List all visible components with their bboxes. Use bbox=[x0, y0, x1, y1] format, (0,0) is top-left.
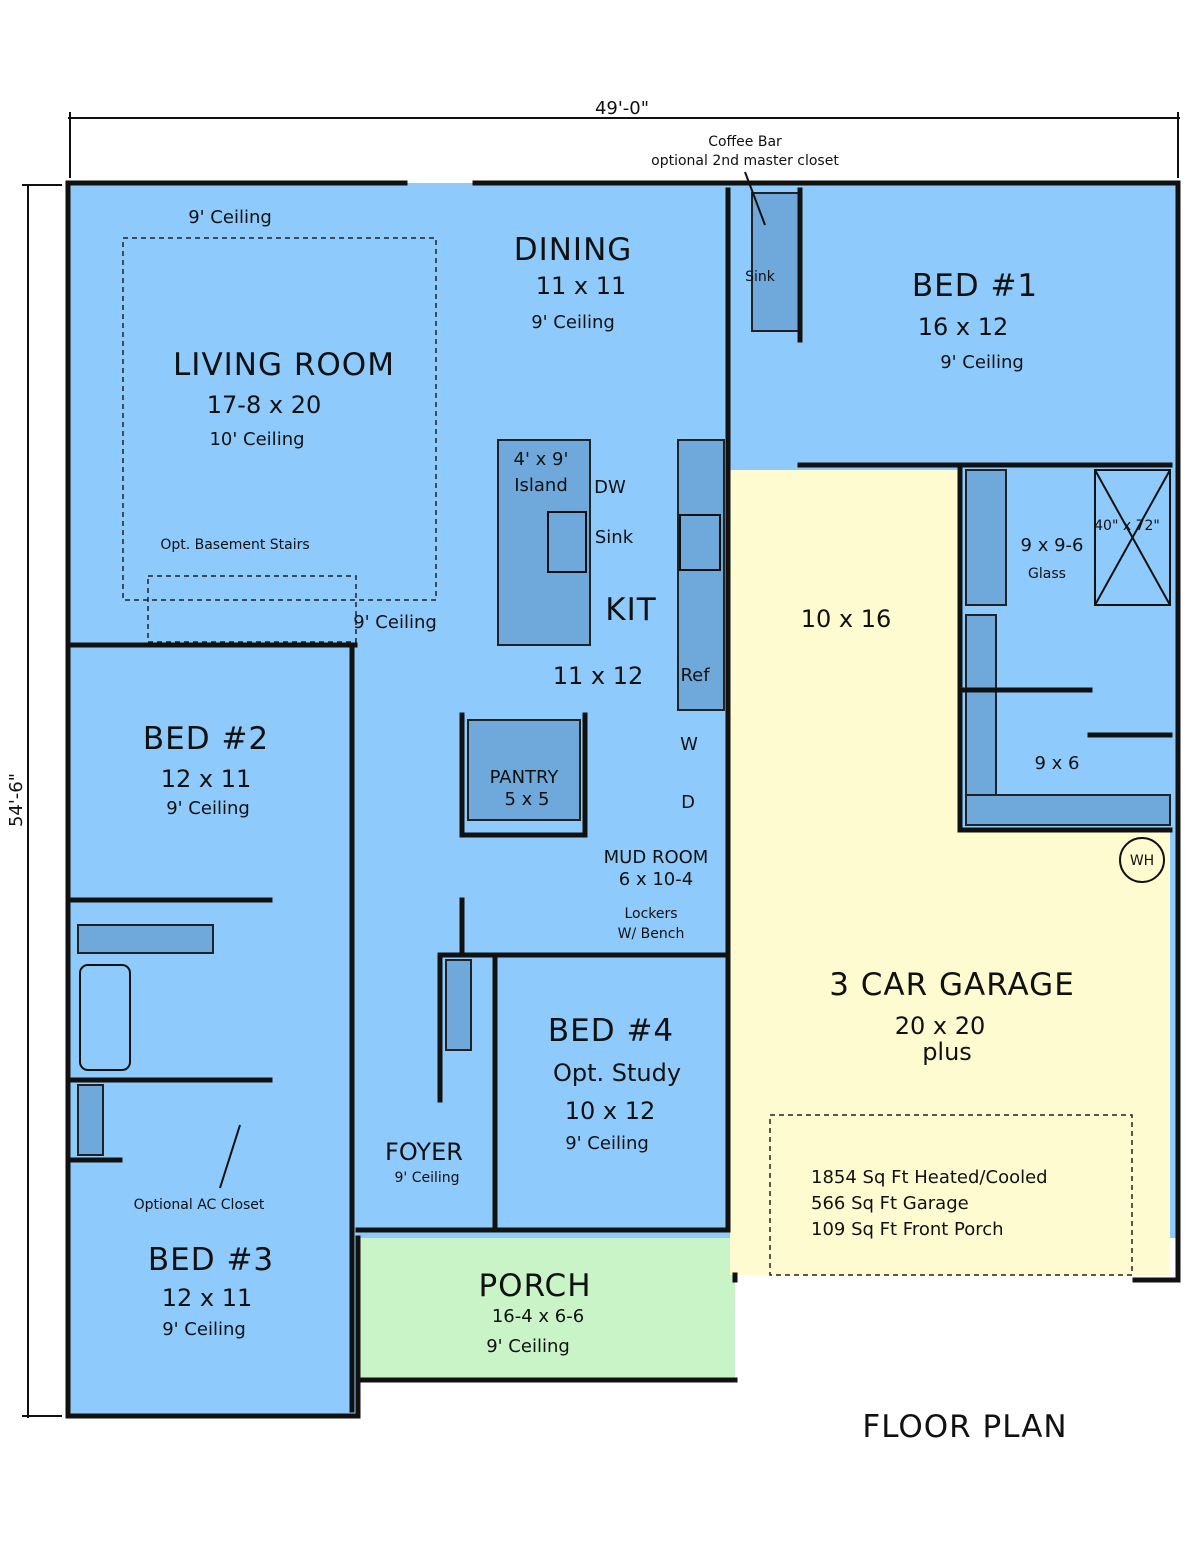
pantry-shelf bbox=[467, 719, 581, 821]
area-porch: 109 Sq Ft Front Porch bbox=[811, 1219, 1004, 1240]
porch-floor bbox=[360, 1238, 735, 1380]
closet-shelf-bottom bbox=[965, 794, 1171, 826]
foyer-name: FOYER bbox=[385, 1138, 463, 1166]
bed2-closet-shelf bbox=[77, 924, 214, 954]
kitchen-counter bbox=[677, 439, 725, 711]
porch-name: PORCH bbox=[478, 1268, 591, 1304]
kitchen-island bbox=[497, 439, 591, 646]
island-label: Island bbox=[514, 475, 568, 496]
water-heater-icon bbox=[1119, 837, 1165, 883]
vanity bbox=[965, 469, 1007, 606]
mud-room-size: 6 x 10-4 bbox=[619, 869, 693, 890]
garage-floor bbox=[730, 470, 1170, 1275]
kitchen-sink-icon bbox=[547, 511, 587, 573]
living-size: 17-8 x 20 bbox=[207, 391, 321, 419]
foyer-ceiling: 9' Ceiling bbox=[394, 1170, 459, 1186]
dimension-lines bbox=[22, 112, 1180, 1418]
kitchen-sink-label: Sink bbox=[595, 527, 634, 548]
shower-size: 40" x 72" bbox=[1094, 518, 1160, 534]
bed1-name: BED #1 bbox=[912, 268, 1038, 304]
porch-size: 16-4 x 6-6 bbox=[492, 1306, 584, 1327]
kitchen-name: KIT bbox=[605, 592, 656, 628]
bed4-alt: Opt. Study bbox=[553, 1059, 681, 1087]
water-heater-label: WH bbox=[1130, 853, 1154, 869]
bed3-ceiling: 9' Ceiling bbox=[162, 1319, 246, 1340]
master-bath-size: 9 x 9-6 bbox=[1021, 535, 1084, 556]
master-closet-size: 10 x 16 bbox=[801, 605, 892, 633]
bath-linen bbox=[77, 1084, 104, 1156]
lockers-label: Lockers bbox=[624, 906, 677, 922]
dining-name: DINING bbox=[514, 232, 633, 268]
pantry-size: 5 x 5 bbox=[505, 789, 550, 810]
dining-ceiling: 9' Ceiling bbox=[531, 312, 615, 333]
basement-stairs bbox=[147, 575, 357, 643]
living-ceiling: 10' Ceiling bbox=[209, 429, 304, 450]
garage-plus: plus bbox=[922, 1038, 972, 1066]
bed2-name: BED #2 bbox=[143, 721, 269, 757]
living-tray-ceiling bbox=[122, 237, 437, 601]
closet2-size: 9 x 6 bbox=[1035, 753, 1080, 774]
cooktop-icon bbox=[679, 514, 721, 571]
ac-closet-note: Optional AC Closet bbox=[134, 1197, 265, 1213]
closet-shelf bbox=[965, 614, 997, 826]
bathtub-icon bbox=[79, 964, 131, 1071]
coffee-bar-counter bbox=[751, 192, 801, 332]
washer-label: W bbox=[680, 734, 698, 755]
coffee-bar-subnote: optional 2nd master closet bbox=[651, 153, 839, 169]
dishwasher-label: DW bbox=[594, 477, 626, 498]
basement-note: Opt. Basement Stairs bbox=[160, 537, 309, 553]
walls bbox=[65, 180, 1181, 1419]
area-garage: 566 Sq Ft Garage bbox=[811, 1193, 969, 1214]
bed1-size: 16 x 12 bbox=[918, 313, 1009, 341]
island-size: 4' x 9' bbox=[514, 449, 569, 470]
shower bbox=[1094, 469, 1171, 606]
mud-room-name: MUD ROOM bbox=[604, 847, 709, 868]
bed4-closet bbox=[445, 959, 472, 1051]
bed4-ceiling: 9' Ceiling bbox=[565, 1133, 649, 1154]
width-dimension: 49'-0" bbox=[595, 98, 649, 119]
living-name: LIVING ROOM bbox=[173, 347, 395, 383]
counters bbox=[77, 192, 1171, 1156]
kitchen-ceiling: 9' Ceiling bbox=[353, 612, 437, 633]
bed4-size: 10 x 12 bbox=[565, 1097, 656, 1125]
area-summary-box bbox=[769, 1114, 1133, 1276]
pantry-name: PANTRY bbox=[490, 767, 560, 788]
bed1-ceiling: 9' Ceiling bbox=[940, 352, 1024, 373]
bed2-ceiling: 9' Ceiling bbox=[166, 798, 250, 819]
refrigerator-label: Ref bbox=[680, 665, 710, 686]
area-heated: 1854 Sq Ft Heated/Cooled bbox=[811, 1167, 1048, 1188]
coffee-bar-note: Coffee Bar bbox=[708, 134, 782, 150]
bed4-name: BED #4 bbox=[548, 1013, 674, 1049]
glass-note: Glass bbox=[1028, 566, 1066, 582]
bench-label: W/ Bench bbox=[618, 926, 685, 942]
bed2-size: 12 x 11 bbox=[161, 765, 252, 793]
plan-title: FLOOR PLAN bbox=[862, 1409, 1067, 1445]
entry-ceiling: 9' Ceiling bbox=[188, 207, 272, 228]
depth-dimension: 54'-6" bbox=[6, 773, 27, 827]
dryer-label: D bbox=[681, 792, 695, 813]
dining-size: 11 x 11 bbox=[536, 272, 627, 300]
porch-ceiling: 9' Ceiling bbox=[486, 1336, 570, 1357]
kitchen-size: 11 x 12 bbox=[553, 662, 644, 690]
coffee-sink-label: Sink bbox=[745, 269, 776, 285]
garage-size: 20 x 20 bbox=[895, 1012, 986, 1040]
garage-name: 3 CAR GARAGE bbox=[829, 967, 1075, 1003]
bed3-size: 12 x 11 bbox=[162, 1284, 253, 1312]
bed3-name: BED #3 bbox=[148, 1242, 274, 1278]
